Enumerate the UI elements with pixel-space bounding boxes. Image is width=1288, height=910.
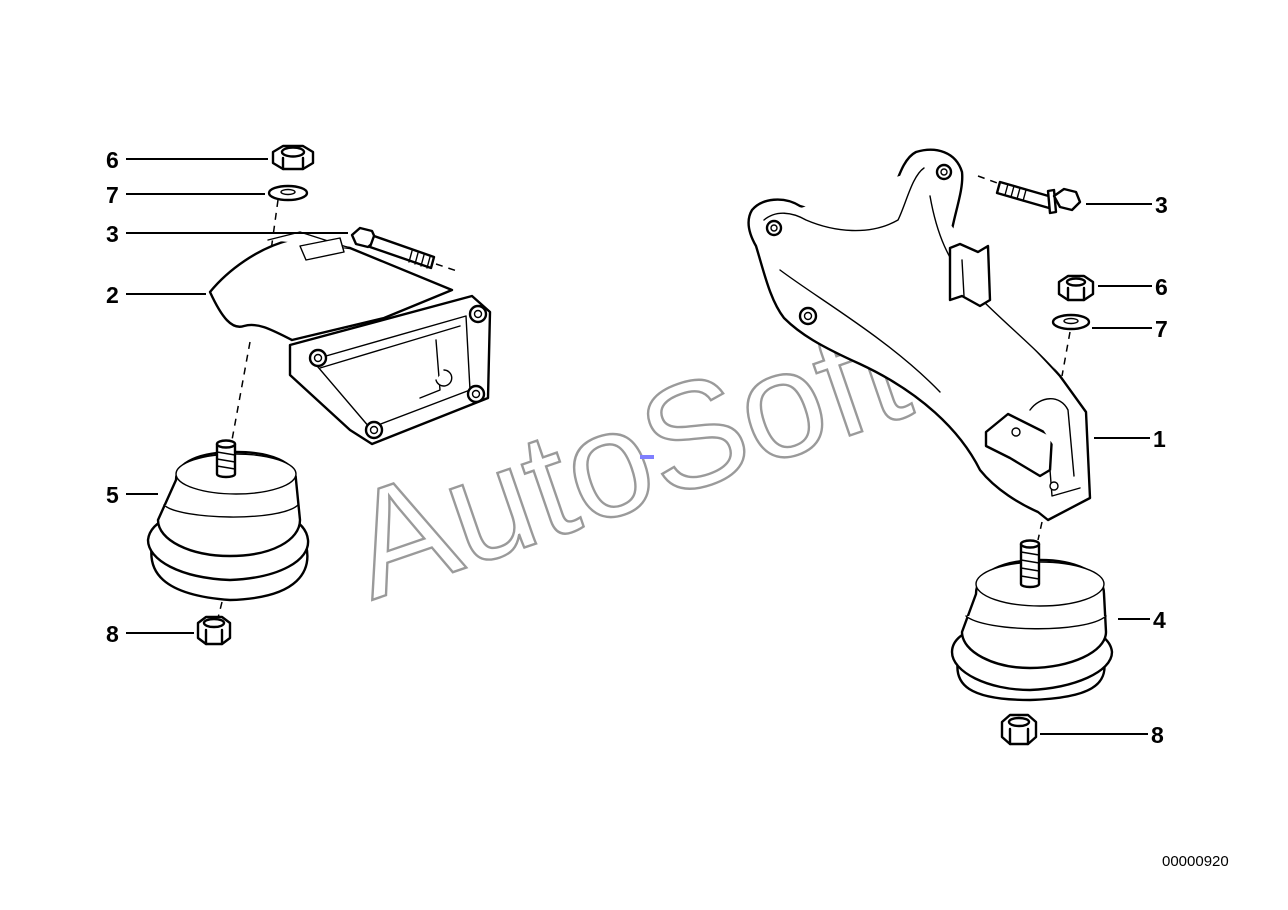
callout-left-7: 7: [106, 182, 119, 208]
part-5-engine-mount-left: [146, 439, 310, 602]
axis-right-bolt: [977, 175, 1001, 185]
axis-right-mid: [1037, 521, 1043, 541]
callout-right-8: 8: [1151, 722, 1164, 748]
callout-left-5: 5: [106, 482, 119, 508]
part-4-engine-mount-right: [950, 539, 1114, 702]
axis-left-mid: [231, 341, 251, 441]
callout-right-4: 4: [1153, 607, 1166, 633]
axis-right-top: [1061, 331, 1071, 377]
callout-left-8: 8: [106, 621, 119, 647]
callout-right-7: 7: [1155, 316, 1168, 342]
callout-right-3: 3: [1155, 192, 1168, 218]
callout-left-3: 3: [106, 221, 119, 247]
part-6-left-hex-nut: [271, 144, 315, 171]
callout-left-6: 6: [106, 147, 119, 173]
part-8-right-flange-nut: [1000, 713, 1038, 746]
callout-left-2: 2: [106, 282, 119, 308]
part-3-left-bolt: [350, 226, 436, 270]
axis-left-top: [269, 199, 279, 259]
part-2-engine-bracket-left: [208, 231, 492, 446]
part-7-right-washer: [1051, 313, 1091, 331]
part-6-right-hex-nut: [1057, 274, 1095, 302]
axis-left-bottom: [217, 601, 223, 619]
center-marker: [640, 455, 654, 459]
part-3-right-bolt: [995, 180, 1082, 215]
part-1-engine-bracket-right: [747, 148, 1092, 522]
drawing-number: 00000920: [1162, 853, 1229, 870]
axis-left-bolt: [435, 263, 461, 273]
part-8-left-flange-nut: [196, 615, 232, 646]
part-7-left-washer: [267, 184, 309, 202]
callout-right-1: 1: [1153, 426, 1166, 452]
callout-right-6: 6: [1155, 274, 1168, 300]
